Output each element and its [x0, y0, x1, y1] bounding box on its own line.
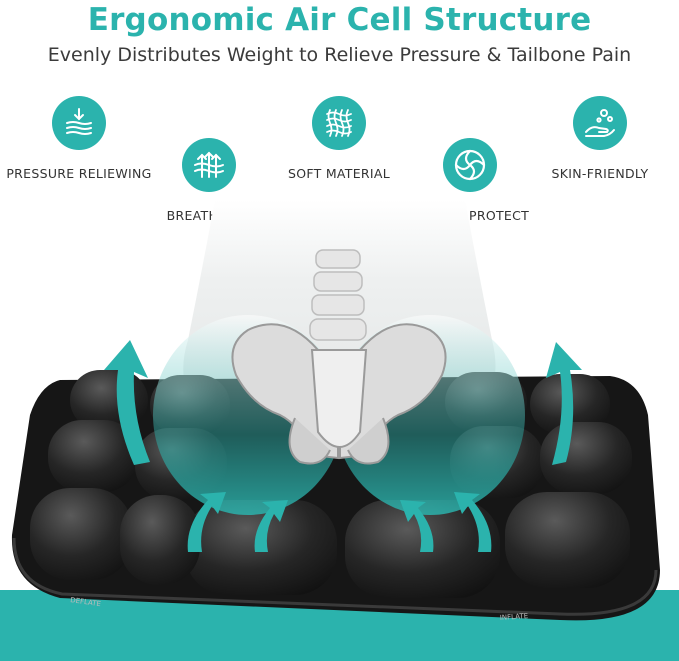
air-cell	[540, 422, 632, 494]
page-title: Ergonomic Air Cell Structure	[87, 2, 592, 38]
air-cell	[120, 495, 200, 585]
airflow-arrows	[104, 340, 582, 552]
feature-pressure-relieving: PRESSURE RELIEWING	[4, 96, 154, 181]
feature-label: SKIN-FRIENDLY	[551, 166, 649, 181]
feature-label: PRESSURE RELIEWING	[6, 166, 152, 181]
airflow-arrow-left-outer	[104, 340, 150, 465]
feature-skin-friendly: SKIN-FRIENDLY	[525, 96, 675, 181]
air-cell	[30, 488, 132, 580]
cushion-rim	[12, 537, 658, 616]
feature-label: SOFT MATERIAL	[287, 166, 391, 181]
airflow-arrow-inner-3	[400, 500, 434, 552]
soft-mesh-icon	[312, 96, 366, 150]
breathable-arrows-icon	[182, 138, 236, 192]
airflow-arrow-right-outer	[546, 342, 582, 465]
valve-label-inflate: INFLATE	[500, 612, 529, 622]
airflow-arrow-inner-4	[454, 492, 492, 552]
airflow-arrow-inner-2	[254, 500, 288, 552]
feature-soft-material: SOFT MATERIAL	[264, 96, 414, 181]
coccyx-swirl-icon	[443, 138, 497, 192]
cushion-scene: DEFLATE INFLATE	[0, 200, 679, 661]
spine	[309, 249, 367, 341]
airflow-arrow-inner-1	[187, 492, 226, 552]
page-subtitle: Evenly Distributes Weight to Relieve Pre…	[47, 44, 632, 66]
pelvis-bone	[231, 323, 447, 465]
air-cell	[48, 420, 138, 492]
pressure-down-arrow-icon	[52, 96, 106, 150]
skin-hand-bubbles-icon	[573, 96, 627, 150]
air-cell	[505, 492, 630, 588]
